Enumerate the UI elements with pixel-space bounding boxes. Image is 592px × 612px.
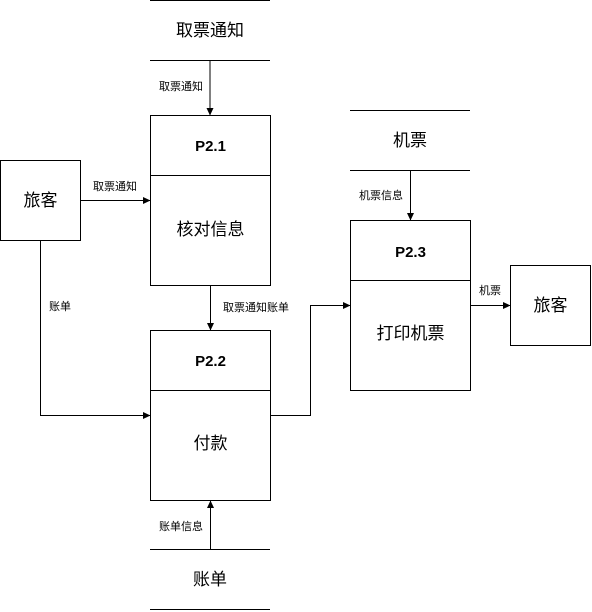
- flow-label-ticket: 机票: [479, 283, 501, 297]
- entity-passenger-left[interactable]: 旅客: [0, 160, 81, 241]
- data-store-ticket-label: 机票: [393, 131, 427, 151]
- process-p2-3[interactable]: P2.3 打印机票: [350, 220, 471, 391]
- flow-label-notice-bill: 取票通知账单: [223, 300, 289, 314]
- process-p2-3-name: 打印机票: [377, 324, 445, 344]
- data-store-ticket[interactable]: 机票: [350, 110, 470, 171]
- flow-label-ticket-info: 机票信息: [359, 188, 403, 202]
- flow-passenger-to-p22: 账单: [40, 240, 151, 419]
- data-store-ticket-notice-label: 取票通知: [176, 21, 244, 41]
- process-p2-3-id: P2.3: [395, 244, 426, 261]
- process-p2-1[interactable]: P2.1 核对信息: [150, 115, 271, 286]
- flow-label-ticket-notice-2: 取票通知: [93, 179, 137, 193]
- process-p2-1-id: P2.1: [195, 138, 226, 155]
- entity-passenger-right-label: 旅客: [534, 296, 568, 316]
- data-store-bill[interactable]: 账单: [150, 549, 270, 610]
- entity-passenger-right[interactable]: 旅客: [510, 265, 591, 346]
- flow-passenger-to-p21: 取票通知: [80, 179, 151, 204]
- flow-label-bill-info: 账单信息: [159, 519, 203, 533]
- flow-label-ticket-notice-1: 取票通知: [159, 79, 203, 93]
- flow-p22-to-p23: [270, 302, 351, 416]
- flow-store-ticket-to-p23: 机票信息: [354, 170, 414, 221]
- process-p2-2-id: P2.2: [195, 353, 226, 370]
- flow-p21-to-p22: 取票通知账单: [207, 285, 289, 331]
- flow-p23-to-passenger: 机票: [470, 283, 511, 309]
- process-p2-2-name: 付款: [194, 434, 228, 454]
- process-p2-2[interactable]: P2.2 付款: [150, 330, 271, 501]
- entity-passenger-left-label: 旅客: [24, 191, 58, 211]
- flow-label-bill: 账单: [49, 300, 71, 313]
- flow-store-notice-to-p21: 取票通知: [154, 60, 214, 116]
- data-store-bill-label: 账单: [193, 570, 227, 590]
- data-store-ticket-notice[interactable]: 取票通知: [150, 0, 270, 61]
- flow-store-bill-to-p22: 账单信息: [154, 500, 214, 550]
- process-p2-1-name: 核对信息: [177, 220, 245, 240]
